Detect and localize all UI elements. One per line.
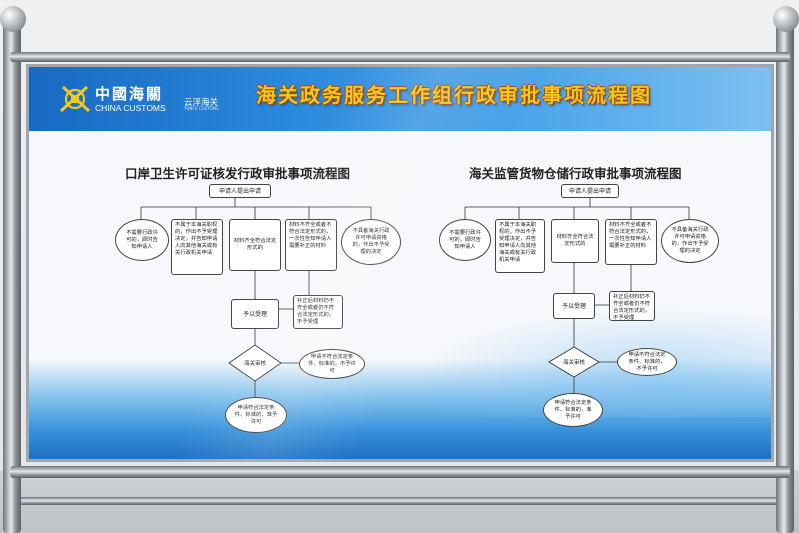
- logo-branch-name-en: YUNFU CUSTOMS: [184, 106, 219, 111]
- left-grant-oval: 申请符合法定条件、标准的，准予许可: [225, 397, 287, 433]
- stand-bottom-rail: [10, 466, 790, 478]
- board-title: 海关政务服务工作组行政审批事项流程图: [256, 83, 652, 107]
- left-not-approve-oval: 不具备海关行政许可申请资格的，作出不予受理的决定: [341, 219, 401, 265]
- left-resubmit-box: 补正后材料仍不齐全或者仍不符合法定形式的，不予受理: [293, 295, 343, 329]
- logo-name-cn: 中國海關: [95, 85, 164, 103]
- right-grant-oval: 申请符合法定条件、标准的，准予许可: [543, 393, 603, 427]
- right-not-approve-oval: 不具备海关行政许可申请资格的，作出不予受理的决定: [661, 219, 719, 263]
- board-header: 中國海關 CHINA CUSTOMS 云浮海关 YUNFU CUSTOMS 海关…: [29, 67, 771, 133]
- logo-branch-name: 云浮海关: [184, 98, 219, 108]
- stand-right-pole: [776, 20, 794, 533]
- left-start-box: 申请人提出申请: [209, 184, 271, 198]
- right-complete-box: 材料齐全符合法定形式的: [551, 219, 599, 263]
- stand-left-knob: [0, 6, 26, 32]
- customs-logo: 中國海關 CHINA CUSTOMS 云浮海关 YUNFU CUSTOMS: [57, 81, 227, 121]
- right-not-scope-box: 不属于本海关职权的，作出不予受理决定，并告知申请人向其他海关或有关行政机关申请: [495, 219, 545, 273]
- right-accept-box: 予以受理: [553, 293, 595, 319]
- notice-board: 中國海關 CHINA CUSTOMS 云浮海关 YUNFU CUSTOMS 海关…: [26, 64, 774, 462]
- right-no-need-oval: 不需要行政许可的，即时告知申请人: [439, 219, 491, 261]
- customs-emblem-icon: [59, 85, 91, 113]
- left-incomplete-box: 材料不齐全或者不符合法定形式的，一次性告知申请人需要补正的材料: [285, 219, 337, 271]
- left-accept-box: 予以受理: [231, 299, 279, 329]
- right-review-diamond: 海关审核: [549, 347, 599, 377]
- left-review-diamond: 海关审核: [229, 345, 281, 381]
- left-not-scope-box: 不属于本海关职权的，作出不予受理决定，并告知申请人向其他海关或有关行政机关申请: [171, 219, 223, 275]
- right-incomplete-box: 材料不齐全或者不符合法定形式的，一次性告知申请人需要补正的材料: [605, 219, 657, 265]
- stand-top-rail: [10, 52, 790, 62]
- right-start-box: 申请人提出申请: [561, 184, 619, 198]
- right-deny-oval: 申请不符合法定条件、标准的，不予许可: [617, 348, 677, 376]
- left-deny-oval: 申请不符合法定条件、标准的，不予许可: [299, 349, 365, 379]
- logo-name-en: CHINA CUSTOMS: [95, 103, 166, 113]
- left-no-need-oval: 不需要行政许可的，即时告知申请人: [115, 219, 169, 261]
- left-complete-box: 材料齐全符合法定形式的: [229, 219, 281, 271]
- right-flowchart-title: 海关监管货物仓储行政审批事项流程图: [469, 166, 682, 181]
- stand-right-knob: [773, 6, 799, 32]
- stand-left-pole: [3, 20, 21, 533]
- right-resubmit-box: 补正后材料仍不齐全或者仍不符合法定形式的，不予受理: [609, 291, 655, 321]
- left-flowchart-title: 口岸卫生许可证核发行政审批事项流程图: [125, 166, 351, 181]
- stand-lower-rail: [10, 497, 790, 505]
- left-review-label: 海关审核: [243, 361, 266, 367]
- right-review-label: 海关审核: [562, 360, 585, 366]
